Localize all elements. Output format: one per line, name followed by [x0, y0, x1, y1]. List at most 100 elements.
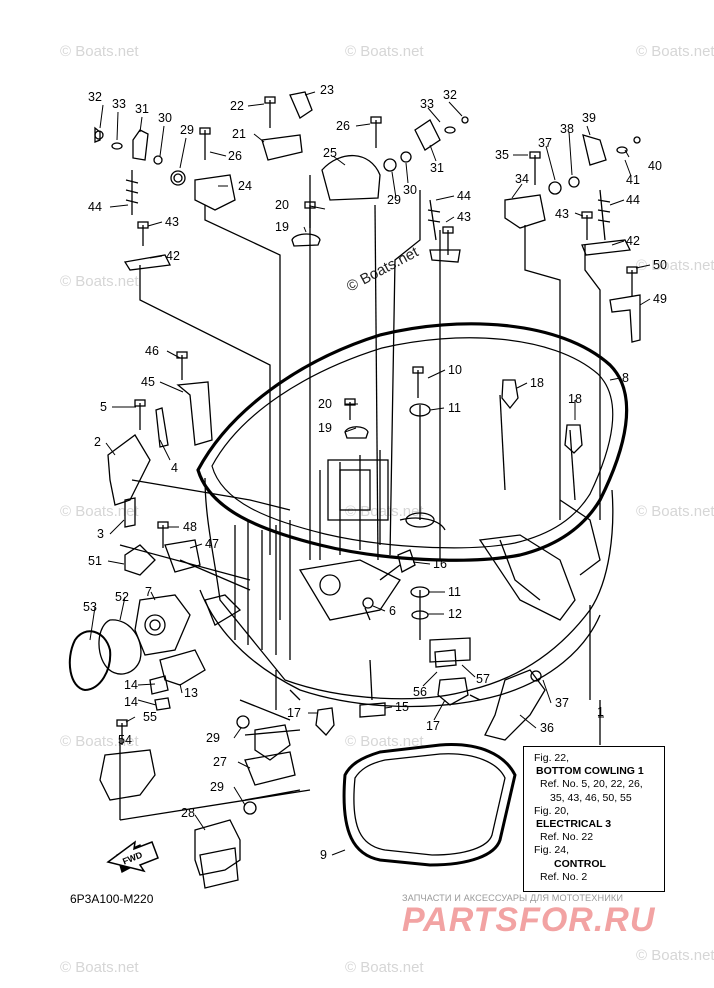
part-number-label: 1 — [597, 705, 604, 719]
part-number-label: 38 — [560, 122, 574, 136]
part-number-label: 21 — [232, 127, 246, 141]
part-number-label: 40 — [648, 159, 662, 173]
watermark-text: © Boats.net — [345, 43, 424, 60]
part-number-label: 32 — [443, 88, 457, 102]
part-number-label: 33 — [420, 97, 434, 111]
center-watermark: © Boats.net — [344, 243, 422, 295]
part-number-label: 15 — [395, 700, 409, 714]
brand-tagline: ЗАПЧАСТИ И АКСЕССУАРЫ ДЛЯ МОТОТЕХНИКИ — [402, 893, 624, 903]
part-number-label: 24 — [238, 179, 252, 193]
part-number-label: 3 — [97, 527, 104, 541]
watermark-text: © Boats.net — [636, 947, 714, 964]
info-line: Fig. 22, — [534, 752, 570, 764]
part-number-label: 47 — [205, 537, 219, 551]
part-number-label: 10 — [448, 363, 462, 377]
watermark-text: © Boats.net — [60, 959, 139, 976]
part-number-label: 13 — [184, 686, 198, 700]
part-number-label: 42 — [166, 249, 180, 263]
part-number-label: 5 — [100, 400, 107, 414]
fwd-arrow: FWD — [106, 840, 159, 873]
part-number-label: 45 — [141, 375, 155, 389]
part-number-label: 31 — [430, 161, 444, 175]
info-line: 35, 43, 46, 50, 55 — [550, 791, 632, 804]
part-number-label: 30 — [403, 183, 417, 197]
part-number-label: 44 — [457, 189, 471, 203]
part-number-label: 16 — [433, 557, 447, 571]
part-number-label: 36 — [540, 721, 554, 735]
part-number-label: 14 — [124, 678, 138, 692]
watermark-text: © Boats.net — [636, 43, 714, 60]
part-number-label: 17 — [287, 706, 301, 720]
part-number-label: 18 — [530, 376, 544, 390]
info-line: ELECTRICAL 3 — [536, 818, 612, 831]
part-number-label: 11 — [448, 585, 461, 599]
part-number-label: 12 — [448, 607, 462, 621]
part-number-label: 9 — [320, 848, 327, 862]
watermark-layer: © Boats.net © Boats.net © Boats.net © Bo… — [60, 43, 714, 976]
part-number-label: 31 — [135, 102, 149, 116]
part-number-label: 19 — [275, 220, 289, 234]
part-number-label: 48 — [183, 520, 197, 534]
part-number-label: 29 — [206, 731, 220, 745]
watermark-text: © Boats.net — [345, 733, 424, 750]
part-number-label: 28 — [181, 806, 195, 820]
part-number-label: 49 — [653, 292, 667, 306]
part-number-label: 6 — [389, 604, 396, 618]
part-number-label: 52 — [115, 590, 129, 604]
drawing-code: 6P3A100-M220 — [70, 892, 154, 906]
part-number-label: 34 — [515, 172, 529, 186]
brand-logo: PARTSFOR.RU — [402, 901, 656, 939]
part-number-label: 30 — [158, 111, 172, 125]
part-number-label: 26 — [336, 119, 350, 133]
part-number-label: 26 — [228, 149, 242, 163]
watermark-text: © Boats.net — [60, 273, 139, 290]
part-number-label: 29 — [210, 780, 224, 794]
part-number-label: 20 — [318, 397, 332, 411]
part-number-label: 2 — [94, 435, 101, 449]
part-number-label: 29 — [387, 193, 401, 207]
part-number-label: 29 — [180, 123, 194, 137]
part-number-label: 32 — [88, 90, 102, 104]
part-number-label: 35 — [495, 148, 509, 162]
part-number-label: 43 — [555, 207, 569, 221]
part-number-label: 27 — [213, 755, 227, 769]
part-number-label: 43 — [457, 210, 471, 224]
watermark-text: © Boats.net — [345, 959, 424, 976]
part-number-label: 39 — [582, 111, 596, 125]
part-number-label: 17 — [426, 719, 440, 733]
part-number-label: 54 — [118, 733, 132, 747]
part-number-label: 8 — [622, 371, 629, 385]
part-number-label: 14 — [124, 695, 138, 709]
bottom-cowling-drawing — [68, 91, 641, 889]
part-number-label: 43 — [165, 215, 179, 229]
watermark-text: © Boats.net — [60, 43, 139, 60]
part-number-label: 50 — [653, 258, 667, 272]
part-number-label: 56 — [413, 685, 427, 699]
part-number-label: 44 — [626, 193, 640, 207]
part-number-label: 7 — [145, 585, 152, 599]
info-line: Ref. No. 2 — [540, 870, 588, 883]
part-number-label: 55 — [143, 710, 157, 724]
info-line: Ref. No. 5, 20, 22, 26, — [540, 778, 643, 791]
watermark-text: © Boats.net — [60, 503, 139, 520]
part-number-label: 51 — [88, 554, 102, 568]
part-number-label: 4 — [171, 461, 178, 475]
part-number-label: 19 — [318, 421, 332, 435]
brand-watermark: ЗАПЧАСТИ И АКСЕССУАРЫ ДЛЯ МОТОТЕХНИКИ PA… — [402, 893, 702, 937]
watermark-text: © Boats.net — [636, 257, 714, 274]
part-number-label: 46 — [145, 344, 159, 358]
part-number-label: 57 — [476, 672, 490, 686]
part-number-label: 11 — [448, 401, 461, 415]
part-number-label: 37 — [555, 696, 569, 710]
info-line: CONTROL — [554, 857, 606, 870]
part-number-label: 33 — [112, 97, 126, 111]
part-number-label: 18 — [568, 392, 582, 406]
part-number-label: 37 — [538, 136, 552, 150]
part-labels: 32 33 31 30 29 26 24 22 23 21 26 25 20 1… — [83, 83, 667, 862]
part-number-label: 41 — [626, 173, 640, 187]
part-number-label: 53 — [83, 600, 97, 614]
info-line: Fig. 20, — [534, 804, 570, 817]
part-number-label: 25 — [323, 146, 337, 160]
